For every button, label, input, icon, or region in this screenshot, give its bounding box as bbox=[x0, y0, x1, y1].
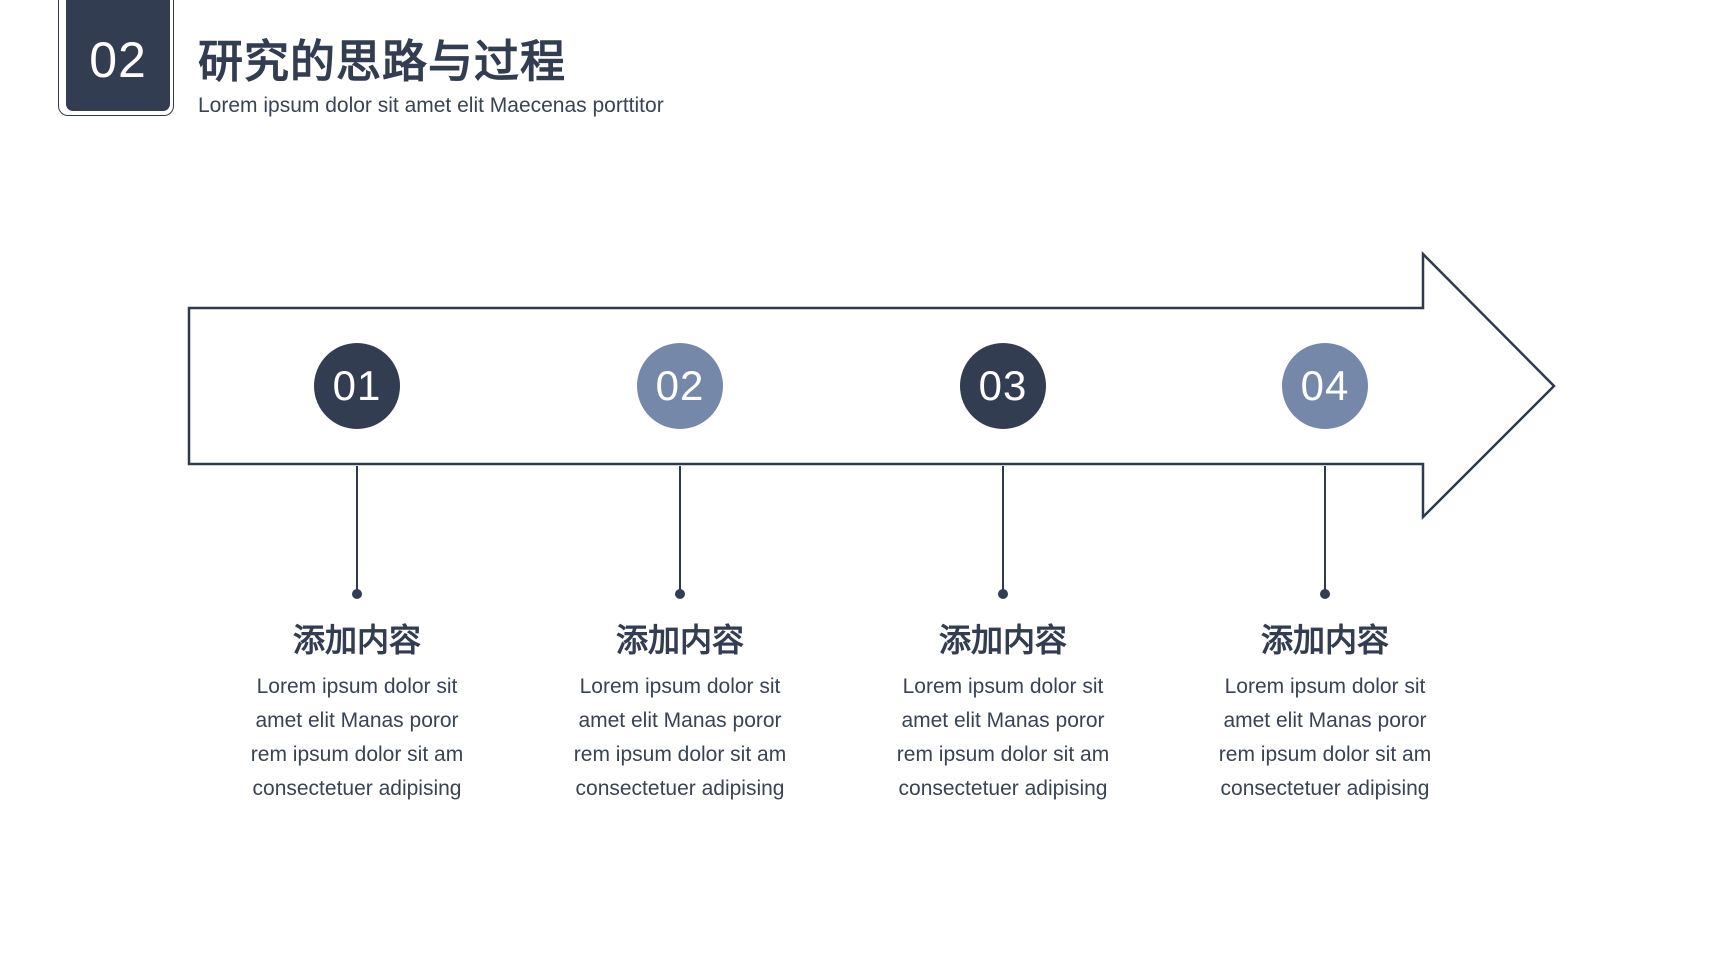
section-number: 02 bbox=[89, 32, 147, 88]
step-4-description-line: Lorem ipsum dolor sit bbox=[1224, 675, 1426, 698]
step-4-description-line: amet elit Manas poror bbox=[1223, 709, 1427, 732]
step-4-description-line: consectetuer adipising bbox=[1220, 777, 1430, 800]
step-2-description-line: amet elit Manas poror bbox=[578, 709, 782, 732]
step-1-description-line: consectetuer adipising bbox=[252, 777, 462, 800]
step-2-description-line: Lorem ipsum dolor sit bbox=[579, 675, 781, 698]
step-1-description-line: rem ipsum dolor sit am bbox=[250, 743, 464, 766]
connector-group bbox=[352, 466, 1330, 599]
step-1-connector-dot bbox=[352, 589, 362, 599]
step-1-description: Lorem ipsum dolor sit amet elit Manas por… bbox=[227, 670, 487, 806]
step-3-heading: 添加内容 bbox=[938, 622, 1067, 658]
step-2-description-line: rem ipsum dolor sit am bbox=[573, 743, 787, 766]
step-3-description: Lorem ipsum dolor sit amet elit Manas por… bbox=[873, 670, 1133, 806]
step-4-connector-dot bbox=[1320, 589, 1330, 599]
step-2-connector-dot bbox=[675, 589, 685, 599]
step-4-heading: 添加内容 bbox=[1260, 622, 1389, 658]
step-4-description: Lorem ipsum dolor sit amet elit Manas por… bbox=[1195, 670, 1455, 806]
step-3-description-line: rem ipsum dolor sit am bbox=[896, 743, 1110, 766]
step-3-description-line: consectetuer adipising bbox=[898, 777, 1108, 800]
step-2-description: Lorem ipsum dolor sit amet elit Manas por… bbox=[550, 670, 810, 806]
step-3-description-line: amet elit Manas poror bbox=[901, 709, 1105, 732]
step-2-heading: 添加内容 bbox=[615, 622, 744, 658]
step-1-heading: 添加内容 bbox=[292, 622, 421, 658]
step-3-description-line: Lorem ipsum dolor sit bbox=[902, 675, 1104, 698]
section-badge-outline bbox=[58, 0, 174, 116]
step-1-description-line: amet elit Manas poror bbox=[255, 709, 459, 732]
section-badge bbox=[66, 0, 170, 111]
step-1-description-line: Lorem ipsum dolor sit bbox=[256, 675, 458, 698]
page-subtitle: Lorem ipsum dolor sit amet elit Maecenas… bbox=[198, 94, 664, 117]
step-2-circle: 02 bbox=[637, 343, 723, 429]
step-4-description-line: rem ipsum dolor sit am bbox=[1218, 743, 1432, 766]
step-4-circle: 04 bbox=[1282, 343, 1368, 429]
step-3-connector-dot bbox=[998, 589, 1008, 599]
step-1-circle: 01 bbox=[314, 343, 400, 429]
step-2-description-line: consectetuer adipising bbox=[575, 777, 785, 800]
process-arrow bbox=[187, 250, 1556, 521]
step-3-circle: 03 bbox=[960, 343, 1046, 429]
page-title: 研究的思路与过程 bbox=[198, 36, 567, 87]
